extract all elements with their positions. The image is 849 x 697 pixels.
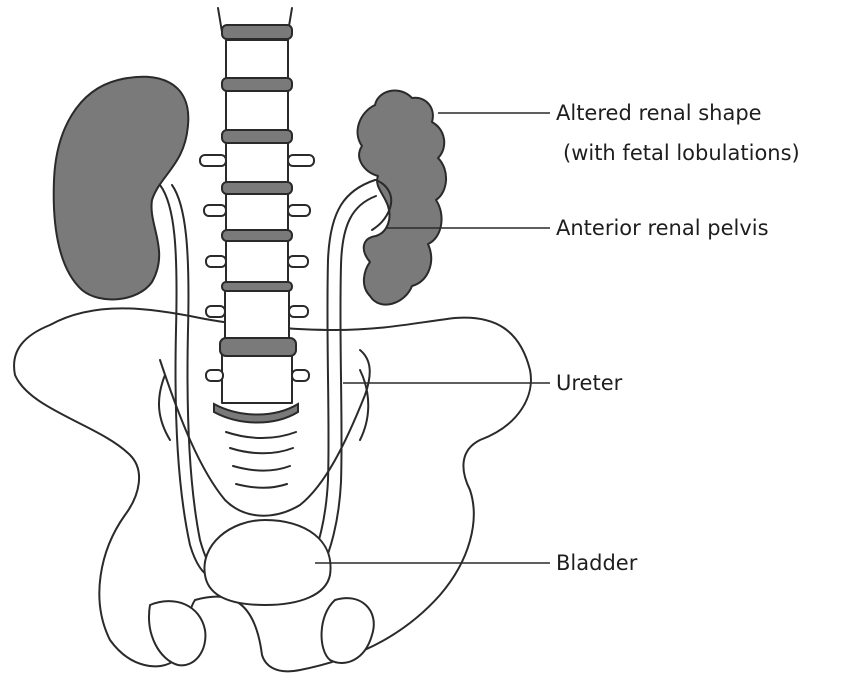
label-renal-shape: Altered renal shape — [556, 101, 762, 125]
kidney-normal — [54, 77, 189, 300]
bladder — [204, 520, 330, 605]
label-ureter: Ureter — [556, 371, 623, 395]
label-bladder: Bladder — [556, 551, 638, 575]
label-renal-pelvis: Anterior renal pelvis — [556, 216, 769, 240]
label-renal-shape-detail: (with fetal lobulations) — [563, 141, 800, 165]
